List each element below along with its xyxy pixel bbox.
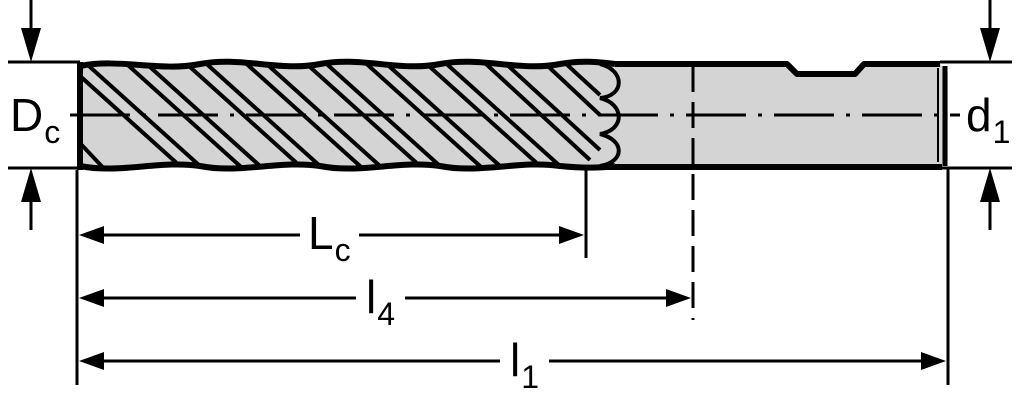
tool-flutes <box>77 58 621 172</box>
tool-shank <box>588 61 948 170</box>
length-extension-lines <box>75 168 950 385</box>
label-d1: d1 <box>964 89 1013 150</box>
dc-arrows <box>21 0 41 230</box>
label-l4: l4 <box>356 274 406 330</box>
d1-extension-lines <box>940 60 1012 170</box>
d1-arrows <box>980 0 1000 230</box>
label-dc: Dc <box>8 89 63 150</box>
dc-extension-lines <box>8 60 80 170</box>
label-l1: l1 <box>500 337 550 393</box>
label-lc: Lc <box>300 210 359 266</box>
